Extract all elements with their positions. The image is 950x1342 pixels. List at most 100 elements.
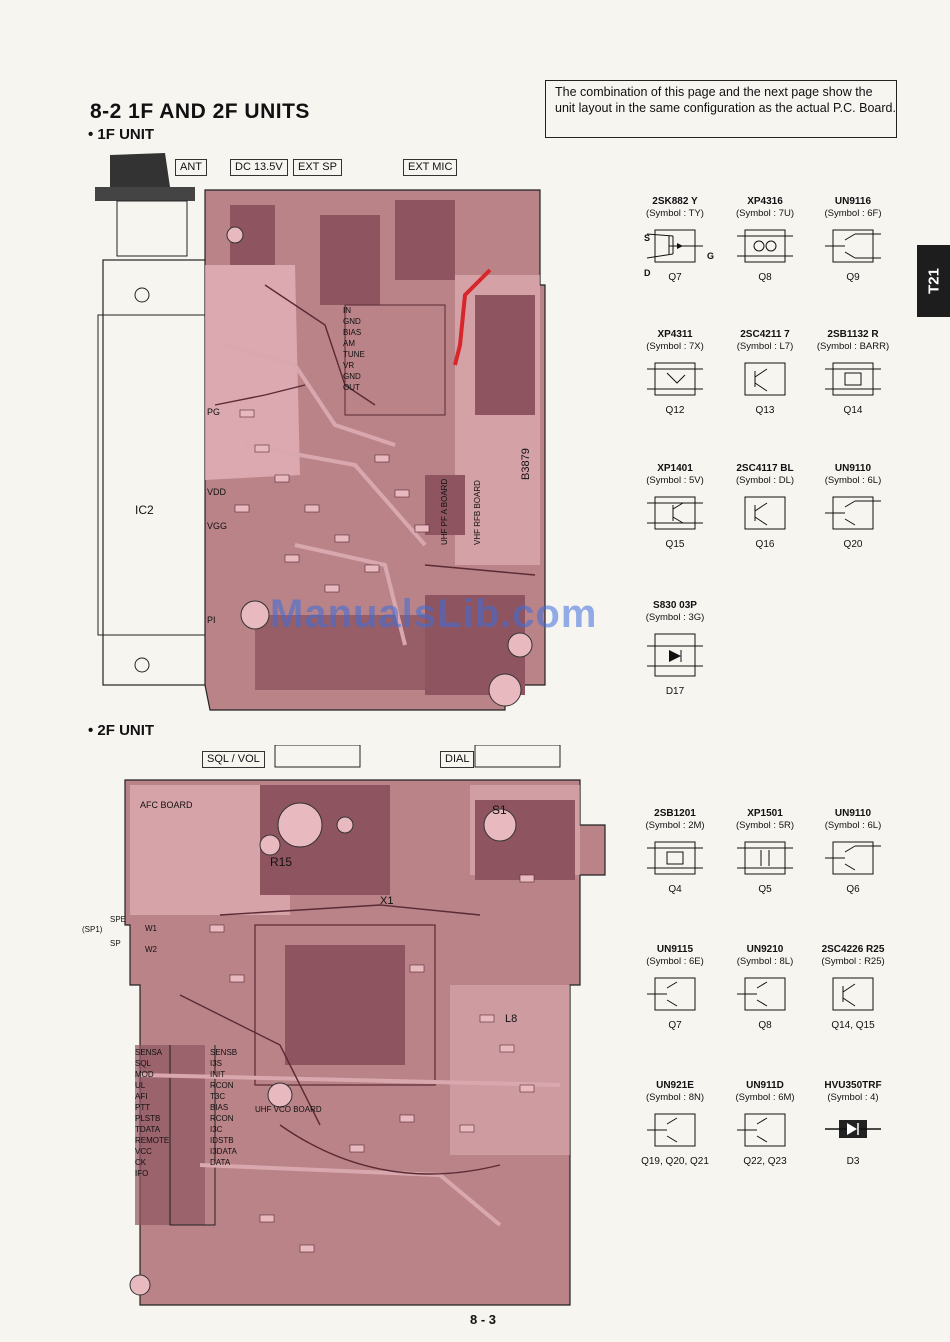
signal-label: INIT bbox=[210, 1070, 226, 1079]
sp1-label: (SP1) bbox=[82, 925, 103, 934]
signal-label: I3DATA bbox=[210, 1147, 237, 1156]
symbol-code: (Symbol : 6M) bbox=[735, 1092, 795, 1103]
diode-icon bbox=[825, 1120, 881, 1138]
unit1-board: ANT DC 13.5V EXT SP EXT MIC IC2 PG VDD V… bbox=[95, 145, 550, 715]
part-number: 2SC4211 7 bbox=[740, 329, 790, 340]
dual-transistor-icon bbox=[647, 496, 703, 530]
pin-vgg: VGG bbox=[207, 521, 228, 531]
digital-transistor-icon bbox=[647, 1113, 696, 1147]
reference-label: D3 bbox=[846, 1156, 860, 1167]
unit2-board: SQL / VOL DIAL AFC BOARD UHF VCO BOARD R… bbox=[80, 744, 610, 1315]
signal-label-list: IN GND BIAS AM TUNE VR GND OUT bbox=[343, 305, 365, 393]
part-number: UN911D bbox=[746, 1080, 784, 1091]
signal-label: RCON bbox=[210, 1081, 234, 1090]
reference-label: Q14, Q15 bbox=[831, 1020, 875, 1031]
reference-label: Q15 bbox=[665, 539, 685, 550]
x1-label: X1 bbox=[380, 895, 394, 907]
component-q5-2f: XP1501 (Symbol : 5R) Q5 bbox=[720, 808, 810, 896]
part-number: 2SC4226 R25 bbox=[821, 944, 885, 955]
signal-label: UL bbox=[135, 1081, 146, 1090]
digital-transistor-icon bbox=[647, 977, 696, 1011]
signal-label: SQL bbox=[135, 1059, 152, 1068]
component-q6-2f: UN9110 (Symbol : 6L) Q6 bbox=[808, 808, 898, 896]
l8-label: L8 bbox=[505, 1013, 518, 1025]
symbol-code: (Symbol : L7) bbox=[736, 341, 794, 352]
signal-label: REMOTE bbox=[135, 1136, 170, 1145]
transistor-icon bbox=[744, 496, 786, 530]
dual-transistor-icon bbox=[737, 229, 793, 263]
part-number: UN9115 bbox=[656, 944, 694, 955]
uhf-vco-board-label: UHF VCO BOARD bbox=[255, 1105, 322, 1114]
component-q19-2f: UN921E (Symbol : 8N) Q19, Q20, Q21 bbox=[630, 1080, 720, 1168]
dual-transistor-icon bbox=[737, 841, 793, 875]
unit1-pcb-graphic bbox=[95, 153, 546, 711]
symbol-code: (Symbol : 5R) bbox=[735, 820, 795, 831]
transistor-icon bbox=[647, 841, 703, 875]
part-number: UN9210 bbox=[746, 944, 784, 955]
symbol-code: (Symbol : TY) bbox=[646, 208, 704, 219]
digital-transistor-icon bbox=[737, 1113, 786, 1147]
reference-label: Q13 bbox=[755, 405, 775, 416]
symbol-code: (Symbol : R25) bbox=[821, 956, 885, 967]
symbol-code: (Symbol : 8N) bbox=[645, 1092, 705, 1103]
signal-label: PLSTB bbox=[135, 1114, 161, 1123]
connector-ext-sp: EXT SP bbox=[293, 159, 342, 176]
component-q15-1f: XP1401 (Symbol : 5V) Q15 bbox=[630, 463, 720, 551]
w1-label: W1 bbox=[145, 924, 157, 933]
symbol-code: (Symbol : 7U) bbox=[735, 208, 795, 219]
symbol-code: (Symbol : 4) bbox=[827, 1092, 879, 1103]
afc-board-label: AFC BOARD bbox=[140, 800, 193, 810]
component-q4-2f: 2SB1201 (Symbol : 2M) Q4 bbox=[630, 808, 720, 896]
part-number: UN921E bbox=[656, 1080, 694, 1091]
transistor-icon bbox=[832, 977, 874, 1011]
part-number: XP4316 bbox=[747, 196, 783, 207]
signal-label: GND bbox=[343, 317, 361, 326]
part-number: 2SK882 Y bbox=[652, 196, 698, 207]
signal-label: TUNE bbox=[343, 350, 365, 359]
signal-label: CK bbox=[135, 1158, 147, 1167]
signal-label: I3C bbox=[210, 1125, 223, 1134]
reference-label: Q4 bbox=[668, 884, 682, 895]
symbol-code: (Symbol : BARR) bbox=[816, 341, 890, 352]
diode-icon bbox=[647, 633, 703, 677]
watermark: ManualsLib.com bbox=[270, 592, 598, 636]
sp-label: SP bbox=[110, 939, 121, 948]
part-number: 2SB1201 bbox=[654, 808, 696, 819]
pin-g-label: G bbox=[707, 251, 715, 261]
component-d3-2f: HVU350TRF (Symbol : 4) D3 bbox=[808, 1080, 898, 1168]
page-number: 8 - 3 bbox=[470, 1312, 497, 1327]
dual-transistor-icon bbox=[647, 362, 703, 396]
component-q9-1f: UN9116 (Symbol : 6F) Q9 bbox=[808, 196, 898, 284]
signal-label: IN bbox=[343, 306, 351, 315]
digital-transistor-icon bbox=[825, 496, 881, 530]
board-label-uhf: UHF PF A BOARD bbox=[440, 478, 449, 545]
layout-note: The combination of this page and the nex… bbox=[545, 80, 897, 138]
signal-label: VCC bbox=[135, 1147, 152, 1156]
spe-label: SPE bbox=[110, 915, 127, 924]
signal-label: SENSA bbox=[135, 1048, 163, 1057]
symbol-code: (Symbol : 6L) bbox=[824, 475, 882, 486]
reference-label: Q5 bbox=[758, 884, 772, 895]
signal-label: SENSB bbox=[210, 1048, 238, 1057]
part-number: UN9110 bbox=[834, 808, 872, 819]
board-label-vhf: VHF RFB BOARD bbox=[473, 480, 482, 545]
component-q13-1f: 2SC4211 7 (Symbol : L7) Q13 bbox=[720, 329, 810, 417]
symbol-code: (Symbol : 8L) bbox=[736, 956, 794, 967]
signal-label: GND bbox=[343, 372, 361, 381]
component-q20-1f: UN9110 (Symbol : 6L) Q20 bbox=[808, 463, 898, 551]
part-number: XP1501 bbox=[747, 808, 783, 819]
transistor-icon bbox=[825, 362, 881, 396]
component-q22-2f: UN911D (Symbol : 6M) Q22, Q23 bbox=[720, 1080, 810, 1168]
ic2-label: IC2 bbox=[135, 503, 154, 517]
signal-label: AM bbox=[343, 339, 355, 348]
pin-pg: PG bbox=[207, 407, 221, 417]
reference-label: Q8 bbox=[758, 1020, 772, 1031]
fet-symbol-icon bbox=[647, 229, 703, 263]
signal-label: BIAS bbox=[343, 328, 362, 337]
reference-label: Q7 bbox=[668, 272, 682, 283]
reference-label: Q12 bbox=[665, 405, 685, 416]
reference-label: Q6 bbox=[846, 884, 860, 895]
digital-transistor-icon bbox=[825, 841, 881, 875]
section-tab: T21 bbox=[917, 245, 950, 317]
connector-dc: DC 13.5V bbox=[230, 159, 288, 176]
